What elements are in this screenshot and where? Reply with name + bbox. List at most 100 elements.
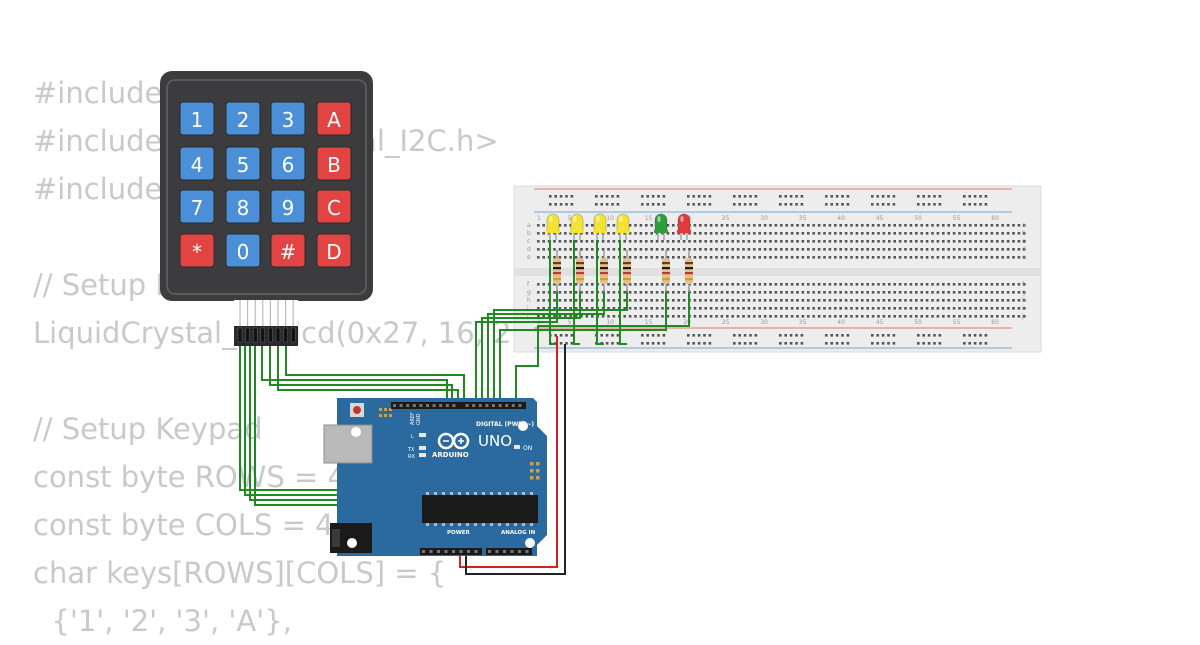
resistor-band (576, 272, 584, 275)
breadboard-hole (611, 334, 614, 337)
breadboard-hole (747, 248, 751, 251)
breadboard-hole (796, 283, 799, 286)
breadboard-hole (726, 283, 729, 286)
breadboard-hole (789, 195, 793, 198)
chip-pin (466, 492, 469, 495)
keypad-key[interactable]: D (316, 233, 352, 268)
digital-header[interactable] (391, 402, 526, 409)
aref-label: AREF (410, 412, 416, 425)
analog-header[interactable] (486, 548, 532, 555)
arduino-uno[interactable]: DIGITAL (PWM ~) AREF GND UNO ARDUINO ON … (323, 398, 547, 556)
breadboard-hole (796, 256, 799, 259)
keypad-key[interactable]: # (270, 233, 306, 268)
keypad-key[interactable]: A (316, 101, 352, 136)
breadboard-hole (1012, 291, 1015, 294)
breadboard-hole (1006, 307, 1010, 310)
keypad-key[interactable]: B (316, 146, 352, 181)
breadboard-hole (888, 224, 891, 227)
breadboard-hole (909, 283, 913, 286)
breadboard-hole (823, 248, 826, 251)
breadboard-hole (565, 342, 568, 345)
breadboard-hole (801, 256, 805, 259)
wire-5v (459, 336, 558, 568)
keypad-key[interactable]: 0 (225, 233, 261, 268)
breadboard-hole (969, 240, 972, 243)
header-pin (439, 404, 443, 407)
breadboard-hole (677, 315, 680, 318)
breadboard-hole (662, 203, 666, 206)
breadboard-hole (839, 232, 842, 235)
breadboard-hole (616, 342, 620, 345)
breadboard-hole (817, 315, 821, 318)
breadboard-hole (639, 248, 643, 251)
keypad-key[interactable]: 4 (179, 146, 215, 181)
breadboard-hole (801, 240, 805, 243)
keypad-key[interactable]: 9 (270, 189, 306, 224)
power-header[interactable] (420, 548, 482, 555)
breadboard[interactable]: 1155101015152020252530303535404045455050… (513, 185, 1042, 353)
breadboard-hole (708, 334, 712, 337)
breadboard-hole (828, 256, 832, 259)
atmega-chip (422, 495, 538, 523)
chip-pin (434, 492, 437, 495)
breadboard-hole (968, 334, 971, 337)
breadboard-hole (774, 240, 778, 243)
led-highlight (573, 216, 577, 222)
breadboard-hole (844, 224, 848, 227)
breadboard-row-letter: f (527, 281, 530, 288)
breadboard-hole (570, 342, 574, 345)
breadboard-hole (909, 224, 913, 227)
breadboard-hole (585, 283, 589, 286)
breadboard-hole (661, 240, 664, 243)
breadboard-hole (657, 203, 660, 206)
keypad-key[interactable]: 1 (179, 101, 215, 136)
power-label: POWER (447, 530, 471, 536)
keypad-key[interactable]: 2 (225, 101, 261, 136)
keypad-key[interactable]: 6 (270, 146, 306, 181)
breadboard-hole (904, 291, 907, 294)
breadboard-hole (661, 307, 664, 310)
breadboard-hole (650, 232, 653, 235)
breadboard-hole (553, 283, 556, 286)
breadboard-hole (1017, 291, 1021, 294)
breadboard-hole (834, 291, 837, 294)
breadboard-hole (990, 256, 994, 259)
wire-gnd-2 (573, 240, 580, 345)
breadboard-hole (650, 315, 653, 318)
breadboard-hole (558, 248, 562, 251)
breadboard-hole (850, 283, 853, 286)
keypad-key[interactable]: C (316, 189, 352, 224)
breadboard-hole (909, 315, 913, 318)
breadboard-hole (839, 240, 842, 243)
breadboard-hole (881, 342, 885, 345)
breadboard-hole (699, 291, 702, 294)
breadboard-hole (841, 334, 844, 337)
breadboard-hole (616, 195, 620, 198)
breadboard-hole (779, 203, 782, 206)
breadboard-hole (628, 232, 632, 235)
breadboard-hole (1017, 315, 1021, 318)
keypad-connector-pins (237, 327, 296, 343)
breadboard-hole (963, 307, 967, 310)
keypad-key[interactable]: 8 (225, 189, 261, 224)
breadboard-hole (645, 307, 648, 310)
keypad-key[interactable]: 5 (225, 146, 261, 181)
keypad-key[interactable]: * (179, 233, 215, 268)
keypad-key[interactable]: 7 (179, 189, 215, 224)
breadboard-hole (612, 240, 616, 243)
keypad-key[interactable]: 3 (270, 101, 306, 136)
breadboard-hole (558, 224, 562, 227)
keypad-key-label: 2 (237, 108, 250, 132)
breadboard-hole (979, 334, 982, 337)
breadboard-hole (726, 248, 729, 251)
bottom-header-pins (422, 550, 529, 553)
breadboard-hole (682, 232, 686, 235)
breadboard-hole (549, 203, 552, 206)
breadboard-hole (605, 334, 609, 337)
breadboard-hole (909, 291, 913, 294)
breadboard-hole (774, 315, 778, 318)
breadboard-hole (661, 299, 664, 302)
breadboard-hole (1012, 315, 1015, 318)
